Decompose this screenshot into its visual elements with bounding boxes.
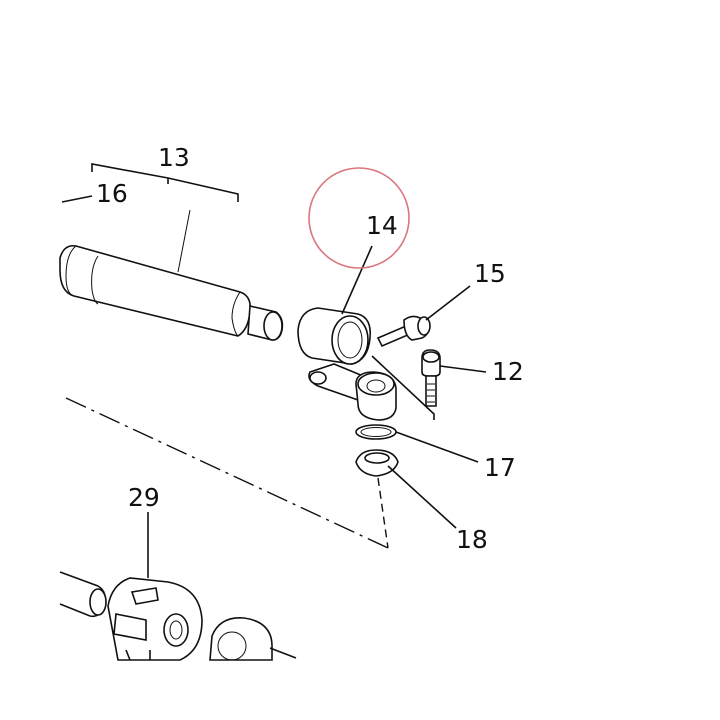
label-18: 18 [456,525,488,554]
part-13-bracket [91,163,239,202]
label-17: 17 [484,453,516,482]
leader-12 [439,365,487,373]
part-12-bolt [421,349,441,407]
leader-14 [341,245,373,315]
part-18-cap [355,449,399,477]
part-29-assembly [59,571,297,661]
assembly-guide [371,355,435,420]
leader-16 [61,195,93,203]
label-15: 15 [474,259,506,288]
part-17-o-ring [355,424,397,440]
leader-15 [425,285,471,321]
vertical-axis-line [377,477,389,549]
leader-17 [395,431,479,463]
leader-18 [387,465,457,529]
label-13: 13 [158,143,190,172]
center-axis-line [65,397,389,549]
label-12: 12 [492,357,524,386]
part-13-tube [59,209,284,341]
part-14-bushing-lever [297,307,397,421]
label-16: 16 [96,179,128,208]
label-14: 14 [366,211,398,240]
label-29: 29 [128,483,160,512]
part-15-screw [376,315,431,348]
highlight-circle [308,167,410,269]
